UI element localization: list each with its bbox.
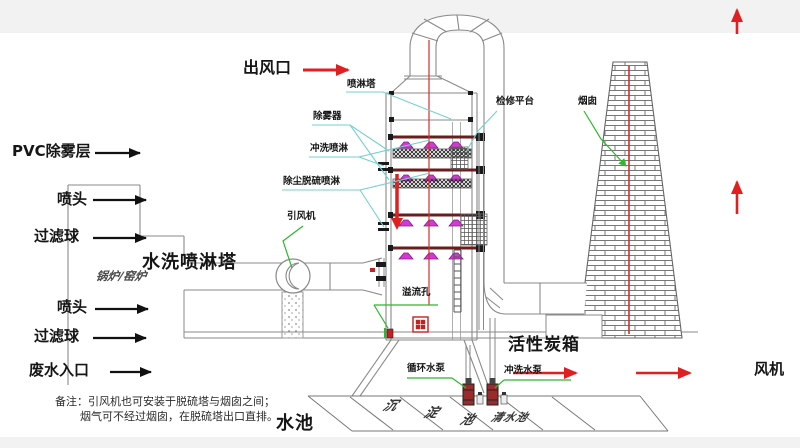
label-chimney: 烟囱 bbox=[578, 96, 598, 107]
chimney bbox=[577, 61, 683, 339]
upper-grating bbox=[450, 146, 469, 170]
label-demister: 除雾器 bbox=[313, 111, 342, 122]
black-arrows bbox=[93, 148, 152, 377]
label-water-pool: 水池 bbox=[276, 413, 314, 434]
spray-tower-body bbox=[385, 75, 478, 341]
packing-layer-2 bbox=[392, 178, 472, 189]
label-boiler: 锅炉/窑炉 bbox=[95, 269, 148, 283]
label-draft-fan: 引风机 bbox=[287, 211, 316, 222]
label-filter-ball-bottom: 过滤球 bbox=[34, 327, 80, 345]
note-line-1: 备注：引风机也可安装于脱硫塔与烟囱之间； bbox=[55, 395, 275, 408]
boiler-structure bbox=[67, 184, 185, 385]
packing-layer-1 bbox=[392, 148, 472, 159]
red-arrows bbox=[303, 8, 743, 379]
support-column bbox=[281, 291, 304, 339]
label-overflow-hole: 溢流孔 bbox=[402, 287, 431, 298]
ladder bbox=[453, 249, 462, 313]
label-spray-tower: 喷淋塔 bbox=[347, 79, 376, 90]
label-nozzle-top: 喷头 bbox=[57, 190, 88, 208]
label-air-outlet: 出风口 bbox=[243, 58, 292, 77]
label-nozzle-bottom: 喷头 bbox=[57, 298, 88, 316]
platform-and-ladder bbox=[450, 146, 488, 313]
label-tower-title: 水洗喷淋塔 bbox=[142, 252, 237, 273]
drain-box bbox=[412, 316, 429, 333]
overflow-fitting bbox=[384, 328, 394, 339]
label-filter-ball-top: 过滤球 bbox=[34, 227, 80, 245]
circulation-pump-symbol bbox=[462, 378, 484, 406]
label-flush-pump: 冲洗水泵 bbox=[504, 365, 543, 376]
green-leaders bbox=[282, 110, 627, 389]
carbon-box bbox=[545, 314, 603, 339]
flush-pump-symbol bbox=[486, 378, 508, 406]
cyan-leaders bbox=[282, 91, 498, 228]
tower-internals bbox=[388, 40, 485, 333]
note-line-2: 烟气可不经过烟囱，在脱硫塔出口直排。 bbox=[80, 410, 278, 423]
maintenance-platform-grating bbox=[460, 213, 488, 246]
label-pvc-demister-layer: PVC除雾层 bbox=[12, 142, 91, 160]
tower-legs bbox=[351, 339, 491, 397]
outlet-duct bbox=[404, 14, 587, 315]
label-wastewater-inlet: 废水入口 bbox=[29, 361, 90, 379]
label-carbon-box: 活性炭箱 bbox=[508, 335, 580, 355]
pipes-and-pumps bbox=[462, 132, 508, 406]
label-dust-desulf-spray: 除尘脱硫喷淋 bbox=[283, 176, 341, 187]
inlet-valve bbox=[370, 258, 386, 287]
label-circulation-pump: 循环水泵 bbox=[407, 363, 446, 374]
label-fan-right: 风机 bbox=[754, 360, 785, 378]
label-maintenance-platform: 检修平台 bbox=[496, 96, 535, 107]
label-flush-spray: 冲洗喷淋 bbox=[310, 143, 349, 154]
draft-fan bbox=[275, 258, 311, 294]
wall-fittings bbox=[370, 162, 394, 339]
label-clean-pool: 清水池 bbox=[488, 411, 534, 424]
